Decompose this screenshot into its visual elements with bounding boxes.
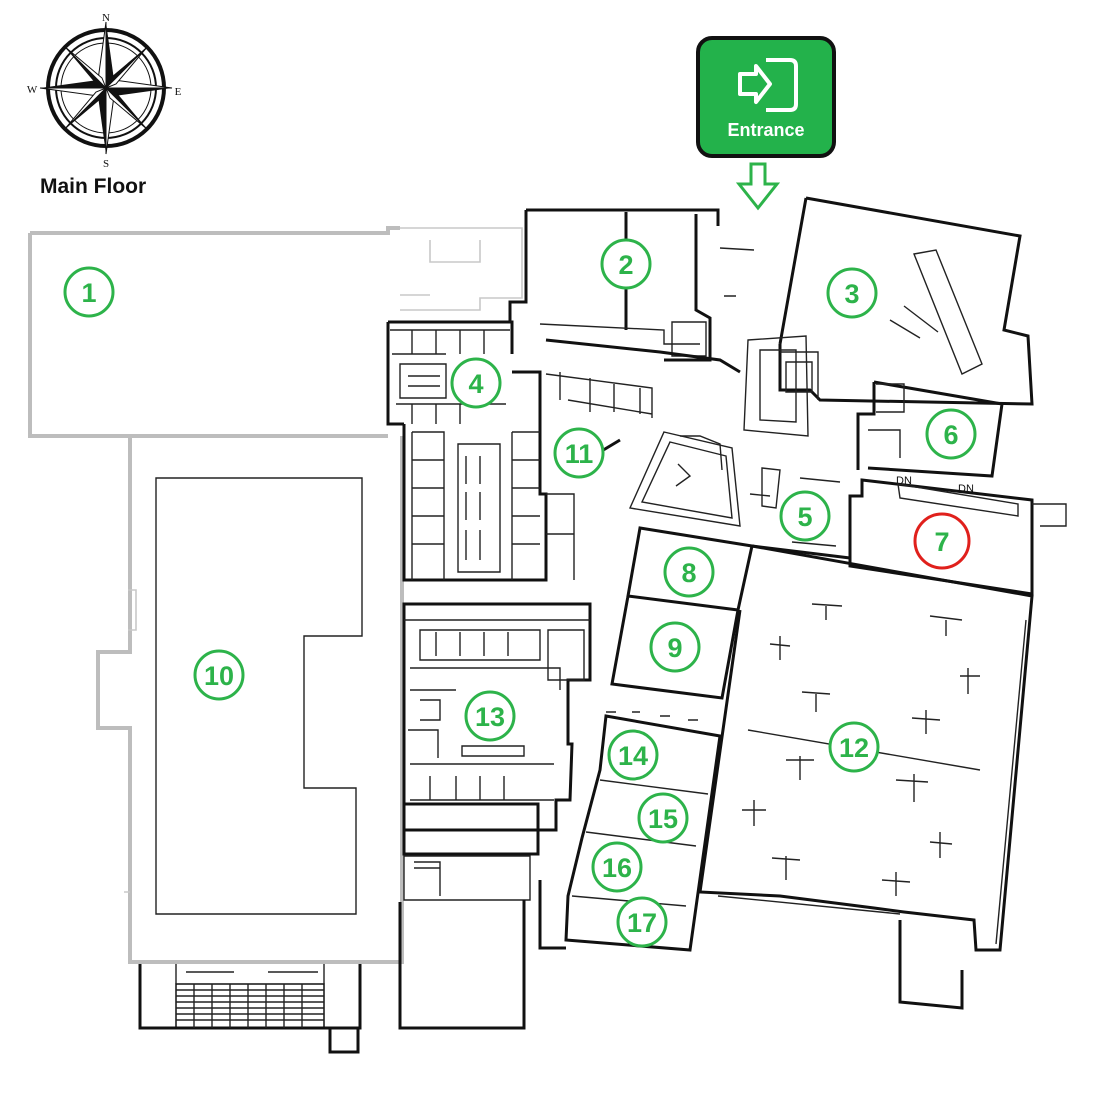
room-marker-8[interactable]: 8	[663, 546, 715, 598]
room-marker-5[interactable]: 5	[779, 490, 831, 542]
entrance-down-arrow-icon	[735, 162, 781, 211]
room-7-highlight-ring	[913, 512, 971, 570]
bleachers	[138, 964, 362, 1054]
room-marker-2[interactable]: 2	[600, 238, 652, 290]
entrance-marker[interactable]: Entrance	[696, 36, 836, 158]
room-number-label: 1	[81, 278, 96, 308]
room-number-label: 3	[844, 279, 859, 309]
compass-north-label: N	[102, 12, 110, 24]
room-marker-circle	[591, 841, 643, 893]
room-marker-circle	[600, 238, 652, 290]
room-number-label: 12	[839, 733, 869, 763]
room-marker-circle	[826, 267, 878, 319]
room-marker-circle	[450, 357, 502, 409]
rooms-14-17-outline	[398, 711, 964, 1030]
enter-door-icon	[736, 56, 800, 119]
room-marker-17[interactable]: 17	[616, 896, 668, 948]
room-1-outline	[28, 226, 523, 438]
room-7-outline: DN	[848, 478, 1067, 596]
room-marker-15[interactable]: 15	[637, 792, 689, 844]
room-marker-circle	[649, 621, 701, 673]
room-marker-circle	[925, 408, 977, 460]
room-number-label: 13	[475, 702, 505, 732]
room-marker-circle	[663, 546, 715, 598]
room-marker-circle	[63, 266, 115, 318]
room-marker-3[interactable]: 3	[826, 267, 878, 319]
entrance-label: Entrance	[727, 120, 805, 140]
room-marker-9[interactable]: 9	[649, 621, 701, 673]
compass-east-label: E	[175, 86, 182, 98]
room-10-outline	[96, 436, 404, 964]
room-marker-7[interactable]: 7	[934, 527, 949, 557]
room-number-label: 16	[602, 853, 632, 883]
room-marker-circle	[828, 721, 880, 773]
room-number-label: 11	[565, 439, 594, 469]
room-number-label: 7	[934, 527, 949, 557]
room-marker-circle	[607, 729, 659, 781]
room-marker-11[interactable]: 11	[553, 427, 605, 479]
room-marker-circle	[464, 690, 516, 742]
room-number-label: 14	[618, 741, 648, 771]
compass-west-label: W	[27, 84, 38, 96]
stair-label-dn-2: DN	[958, 483, 974, 495]
room-marker-6[interactable]: 6	[925, 408, 977, 460]
room-marker-14[interactable]: 14	[607, 729, 659, 781]
room-13-outline	[402, 602, 592, 901]
room-marker-12[interactable]: 12	[828, 721, 880, 773]
room-number-label: 5	[797, 502, 812, 532]
room-number-label: 8	[681, 558, 696, 588]
room-marker-1[interactable]: 1	[63, 266, 115, 318]
room-number-label: 10	[204, 661, 234, 691]
room-number-label: 4	[468, 369, 483, 399]
room-marker-circle	[553, 427, 605, 479]
lab-tables	[742, 603, 980, 896]
room-number-label: 6	[943, 420, 958, 450]
room-2-outline	[508, 208, 755, 418]
room-number-label: 17	[627, 908, 657, 938]
floor-title: Main Floor	[40, 175, 147, 198]
locker-column	[402, 370, 575, 582]
room-marker-4[interactable]: 4	[450, 357, 502, 409]
room-marker-circle	[779, 490, 831, 542]
room-marker-circle	[616, 896, 668, 948]
compass-rose: N S E W	[27, 12, 182, 170]
room-marker-10[interactable]: 10	[193, 649, 245, 701]
room-number-label: 15	[648, 804, 678, 834]
room-number-label: 2	[618, 250, 633, 280]
compass-south-label: S	[103, 158, 109, 170]
room-marker-circle	[193, 649, 245, 701]
room-3-outline	[743, 196, 1034, 437]
room-marker-13[interactable]: 13	[464, 690, 516, 742]
room-marker-16[interactable]: 16	[591, 841, 643, 893]
room-4-outline	[386, 320, 514, 426]
room-marker-circle	[637, 792, 689, 844]
room-number-label: 9	[667, 633, 682, 663]
